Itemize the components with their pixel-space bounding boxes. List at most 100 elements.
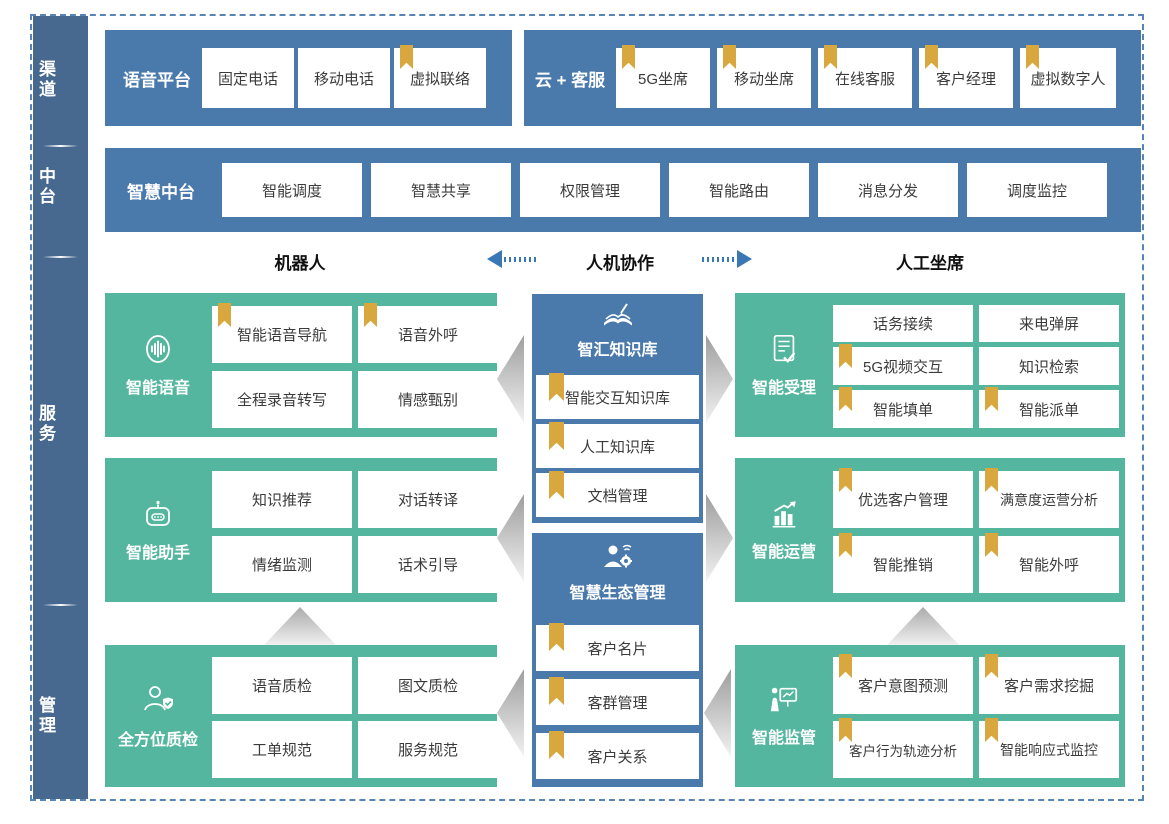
feature-box: 固定电话: [202, 48, 294, 108]
feature-box: 全程录音转写: [212, 371, 352, 428]
feature-box-label: 调度监控: [1006, 182, 1067, 200]
feature-box-label: 移动坐席: [733, 70, 794, 88]
bookmark-icon: [364, 303, 377, 327]
bar-title: 智慧中台: [127, 182, 195, 202]
feature-box: 情感甄别: [358, 371, 498, 428]
header-robot: 机器人: [274, 254, 326, 273]
feature-box-label: 智能交互知识库: [564, 389, 670, 407]
sidebar-label-midplatform: 中台: [36, 167, 55, 207]
feature-box-label: 人工知识库: [579, 438, 655, 456]
feature-box: 客户经理: [919, 45, 1013, 108]
bookmark-icon: [723, 45, 736, 69]
feature-box-label: 客户意图预测: [857, 678, 948, 695]
block-title: 智能监管: [751, 730, 816, 747]
sidebar-label-service: 服务: [36, 404, 55, 444]
smart-midplatform-bar: 智慧中台 智能调度 智慧共享 权限管理 智能路由 消息分发 调度监控: [105, 148, 1141, 232]
feature-box: 优选客户管理: [833, 468, 973, 528]
feature-box: 客户需求挖掘: [979, 654, 1119, 714]
feature-box-label: 客群管理: [587, 694, 648, 712]
feature-box: 满意度运营分析: [979, 468, 1119, 528]
feature-box: 情绪监测: [212, 536, 352, 593]
left-arrow-tail-icon: [504, 257, 536, 262]
knowledge-hub-block: 智汇知识库 智能交互知识库 人工知识库 文档管理: [532, 294, 703, 523]
feature-box-label: 智能派单: [1018, 401, 1079, 419]
feature-box-label: 移动电话: [313, 70, 374, 88]
feature-box-label: 客户名片: [587, 640, 648, 658]
feature-box: 智能派单: [979, 387, 1119, 428]
feature-box: 客户意图预测: [833, 654, 973, 714]
bookmark-icon: [1026, 45, 1039, 69]
bookmark-icon: [985, 654, 998, 678]
feature-box: 智能填单: [833, 387, 973, 428]
bookmark-icon: [549, 677, 564, 705]
bookmark-icon: [839, 533, 852, 557]
sidebar-divider: [43, 256, 78, 258]
feature-box-label: 全程录音转写: [236, 392, 327, 409]
feature-box: 虚拟数字人: [1020, 45, 1116, 108]
feature-box-label: 话术引导: [397, 557, 458, 574]
feature-box-label: 智能路由: [708, 182, 769, 200]
feature-box-label: 优选客户管理: [857, 492, 948, 509]
bookmark-icon: [839, 654, 852, 678]
bookmark-icon: [839, 718, 852, 742]
feature-box-label: 图文质检: [397, 678, 458, 695]
bookmark-icon: [549, 731, 564, 759]
feature-box: 智能调度: [222, 163, 362, 217]
bar-chart-growth-icon: [772, 501, 796, 528]
sidebar-divider: [43, 145, 78, 147]
feature-box: 调度监控: [967, 163, 1107, 217]
feature-box: 移动电话: [298, 48, 390, 108]
smart-operation-block: 智能运营 优选客户管理 满意度运营分析 智能推销 智能外呼: [735, 458, 1125, 602]
bookmark-icon: [549, 373, 564, 401]
diagram-dashed-frame: [30, 14, 1144, 801]
bookmark-icon: [985, 387, 998, 411]
smart-acceptance-block: 智能受理 话务接续 来电弹屏 5G视频交互 知识检索 智能填单 智能派单: [735, 293, 1125, 437]
feature-box: 图文质检: [358, 657, 498, 714]
sidebar-divider: [43, 604, 78, 606]
block-title: 智能受理: [751, 380, 816, 397]
feature-box-label: 智能语音导航: [236, 327, 327, 344]
person-gear-icon: [603, 544, 632, 568]
block-side: 智能受理: [735, 293, 833, 437]
feature-box-label: 文档管理: [587, 487, 648, 505]
feature-box-label: 智能外呼: [1018, 557, 1079, 574]
feature-box-label: 知识推荐: [251, 492, 312, 509]
feature-box-label: 智能推销: [872, 557, 933, 574]
feature-box-label: 话务接续: [872, 316, 933, 333]
feature-box-label: 服务规范: [397, 742, 458, 759]
feature-box: 来电弹屏: [979, 305, 1119, 342]
feature-box-label: 在线客服: [834, 70, 895, 88]
feature-box: 知识检索: [979, 347, 1119, 385]
right-arrow-tail-icon: [702, 257, 734, 262]
bookmark-icon: [549, 471, 564, 499]
feature-box: 客户名片: [536, 623, 699, 671]
feature-box: 在线客服: [818, 45, 912, 108]
feature-box: 对话转译: [358, 471, 498, 528]
block-head: 智慧生态管理: [532, 541, 703, 603]
feature-box: 客户行为轨迹分析: [833, 718, 973, 778]
feature-box-label: 5G坐席: [637, 70, 688, 88]
feature-box: 服务规范: [358, 721, 498, 778]
block-title: 智慧生态管理: [569, 585, 666, 602]
block-title: 智能运营: [751, 544, 816, 561]
layer-sidebar: 渠道 中台 服务 管理: [33, 16, 88, 799]
header-human-agent: 人工坐席: [896, 254, 964, 273]
person-shield-icon: [144, 686, 173, 711]
bookmark-icon: [985, 533, 998, 557]
feature-box-label: 消息分发: [857, 182, 918, 200]
feature-box-label: 客户行为轨迹分析: [849, 743, 957, 759]
feature-box-label: 5G视频交互: [862, 358, 943, 376]
feature-box: 人工知识库: [536, 422, 699, 468]
feature-box-label: 知识检索: [1018, 358, 1079, 376]
feature-box: 话术引导: [358, 536, 498, 593]
block-title: 全方位质检: [117, 732, 198, 749]
feature-box: 5G坐席: [616, 45, 710, 108]
block-title: 智能语音: [125, 380, 190, 397]
feature-box: 智慧共享: [371, 163, 511, 217]
eco-management-block: 智慧生态管理 客户名片 客群管理 客户关系: [532, 533, 703, 787]
bookmark-icon: [839, 387, 852, 411]
feature-box: 消息分发: [818, 163, 958, 217]
block-head: 智汇知识库: [532, 300, 703, 360]
feature-box: 客群管理: [536, 677, 699, 725]
